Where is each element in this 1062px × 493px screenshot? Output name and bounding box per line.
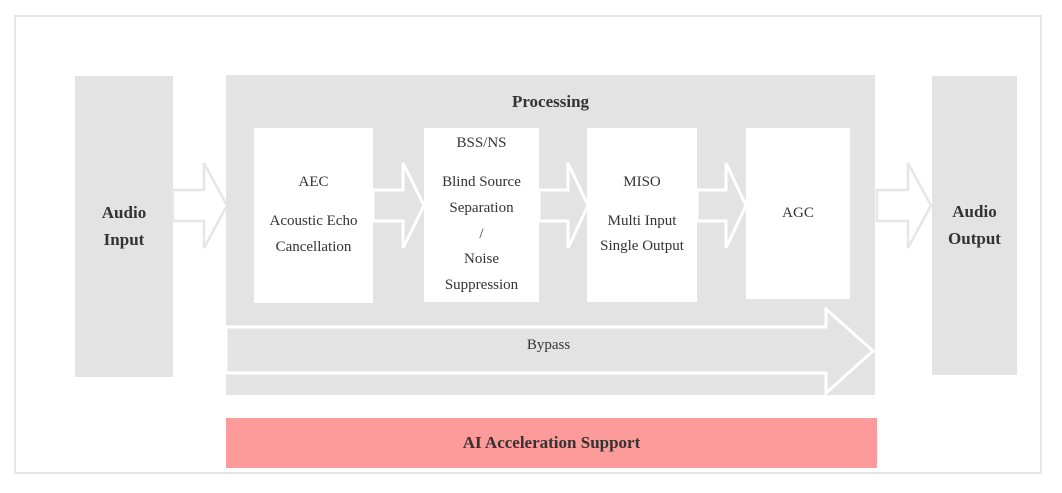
- stage-expansion-bss-line3: /: [479, 225, 484, 242]
- stage-abbrev-miso: MISO: [623, 173, 661, 190]
- right-arrow-icon-miso-to-agc: [695, 162, 748, 249]
- stage-expansion-bss-line2: Separation: [449, 199, 514, 216]
- stage-box-aec[interactable]: AEC Acoustic Echo Cancellation: [254, 128, 373, 303]
- stage-expansion-bss-line1: Blind Source: [442, 173, 521, 190]
- stage-box-bss-ns[interactable]: BSS/NS Blind Source Separation / Noise S…: [424, 128, 539, 302]
- right-arrow-icon-processing-to-output: [875, 162, 933, 249]
- stage-abbrev-bss-ns: BSS/NS: [456, 135, 507, 152]
- ai-acceleration-support-bar: AI Acceleration Support: [226, 418, 877, 468]
- audio-output-line1: Audio: [952, 202, 997, 222]
- stage-spacer: [442, 157, 521, 170]
- stage-spacer: [600, 196, 684, 209]
- bypass-label: Bypass: [526, 337, 571, 353]
- stage-abbrev-aec: AEC: [298, 174, 329, 191]
- audio-input-block: Audio Input: [75, 76, 173, 377]
- stage-text-bss-ns: BSS/NS Blind Source Separation / Noise S…: [438, 131, 525, 299]
- stage-box-miso[interactable]: MISO Multi Input Single Output: [587, 128, 697, 302]
- audio-input-label: Audio Input: [102, 200, 146, 253]
- stage-expansion-miso-line1: Multi Input: [607, 212, 677, 229]
- audio-input-line2: Input: [103, 229, 145, 249]
- right-arrow-icon-input-to-processing: [171, 162, 229, 249]
- audio-output-block: Audio Output: [932, 76, 1017, 375]
- audio-output-label: Audio Output: [948, 199, 1001, 252]
- stage-expansion-aec-line2: Cancellation: [275, 238, 352, 255]
- stage-expansion-bss-line5: Suppression: [444, 277, 519, 294]
- processing-title: Processing: [511, 92, 590, 111]
- stage-text-agc: AGC: [778, 201, 818, 227]
- stage-expansion-miso-line2: Single Output: [600, 238, 684, 255]
- processing-container: Processing AEC Acoustic Echo Cancellatio…: [226, 75, 875, 395]
- right-arrow-icon-bss-to-miso: [537, 162, 590, 249]
- stage-text-aec: AEC Acoustic Echo Cancellation: [266, 170, 362, 260]
- audio-output-line2: Output: [948, 228, 1001, 248]
- stage-spacer: [270, 196, 358, 209]
- stage-abbrev-agc: AGC: [782, 204, 814, 221]
- ai-acceleration-support-label: AI Acceleration Support: [462, 433, 641, 452]
- audio-input-line1: Audio: [101, 203, 147, 223]
- stage-expansion-bss-line4: Noise: [464, 251, 499, 268]
- bypass-right-arrow-icon: [226, 307, 875, 395]
- stage-text-miso: MISO Multi Input Single Output: [596, 170, 688, 260]
- diagram-frame: Audio Input Processing AEC Acoustic Echo…: [14, 15, 1042, 474]
- stage-box-agc[interactable]: AGC: [746, 128, 850, 299]
- stage-expansion-aec-line1: Acoustic Echo: [269, 213, 358, 230]
- right-arrow-icon-aec-to-bss: [371, 162, 426, 249]
